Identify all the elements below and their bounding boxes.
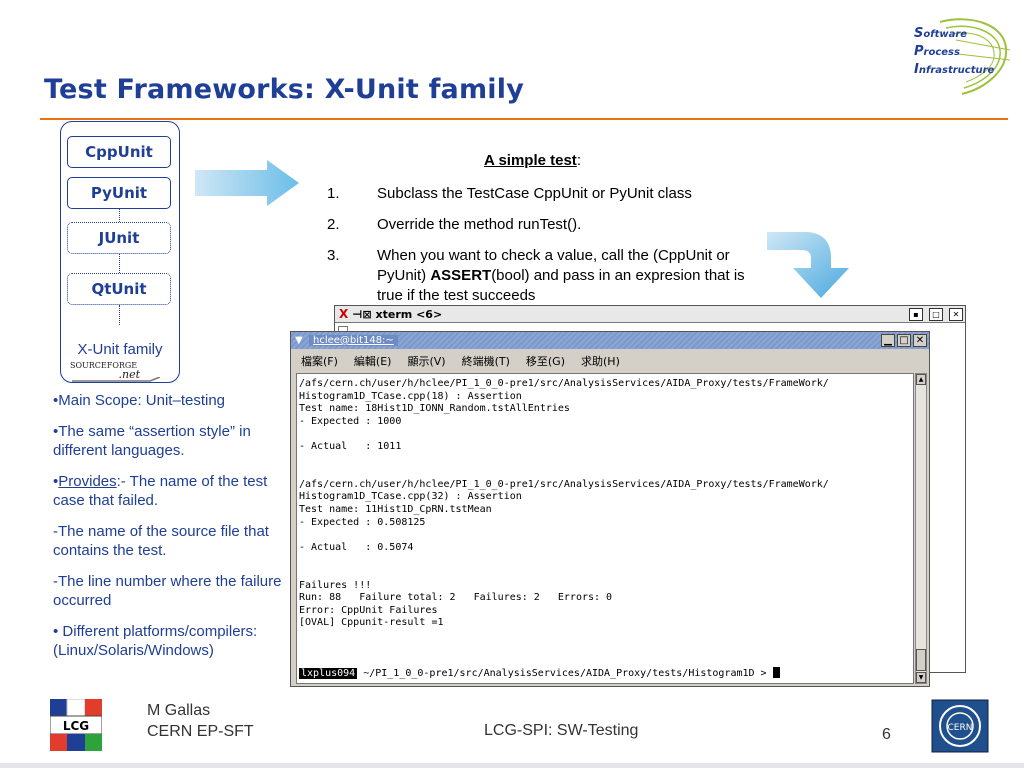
- framework-qtunit: QtUnit: [67, 273, 171, 305]
- prompt-path: ~/PI_1_0_0-pre1/src/AnalysisServices/AID…: [357, 668, 773, 679]
- bullet-main-scope: •Main Scope: Unit–testing: [53, 392, 226, 409]
- cern-logo-text: CERN: [948, 723, 973, 733]
- menu-edit[interactable]: 編輯(E): [353, 355, 392, 368]
- step-text: When you want to check a value, call the…: [377, 247, 745, 304]
- sourceforge-swoosh: [72, 377, 161, 382]
- xterm-titlebar[interactable]: X ⊣⊠ xterm <6> ▪ □ ✕: [335, 306, 965, 323]
- simple-test-steps: 1. Subclass the TestCase CppUnit or PyUn…: [327, 184, 767, 317]
- lcg-logo: LCG: [50, 699, 102, 751]
- xterm-title: xterm <6>: [375, 307, 443, 321]
- list-item: 2. Override the method runTest().: [327, 215, 767, 235]
- scroll-down-icon[interactable]: ▼: [916, 672, 926, 683]
- list-item: 1. Subclass the TestCase CppUnit or PyUn…: [327, 184, 767, 204]
- terminal-title: hclee@bit148:~: [309, 335, 398, 346]
- bullet-assertion-style: •The same “assertion style” in different…: [53, 423, 251, 459]
- footer-title: LCG-SPI: SW-Testing: [484, 722, 639, 739]
- lcg-logo-text: LCG: [63, 719, 89, 733]
- spi-logo-line-2: Process: [914, 44, 960, 59]
- footer-author-block: M Gallas CERN EP-SFT: [147, 700, 254, 742]
- curved-arrow-graphic: [767, 232, 849, 298]
- scroll-up-icon[interactable]: ▲: [916, 374, 926, 385]
- terminal-scrollbar[interactable]: ▲ ▼: [915, 373, 927, 684]
- terminal-output: /afs/cern.ch/user/h/hclee/PI_1_0_0-pre1/…: [299, 378, 829, 629]
- simple-test-heading: A simple test:: [484, 152, 581, 169]
- gnome-terminal-window[interactable]: ▼ hclee@bit148:~ ▁ □ ✕ 檔案(F) 編輯(E) 顯示(V)…: [290, 331, 930, 687]
- close-button[interactable]: ✕: [913, 334, 927, 347]
- cern-logo: CERN: [931, 699, 989, 753]
- framework-junit: JUnit: [67, 222, 171, 254]
- assert-keyword: ASSERT: [430, 267, 492, 284]
- footer-org: CERN EP-SFT: [147, 723, 254, 740]
- menu-go[interactable]: 移至(G): [525, 355, 565, 368]
- minimize-button[interactable]: ▁: [881, 334, 895, 347]
- menu-terminal[interactable]: 終端機(T): [461, 355, 510, 368]
- bullet-line-number: -The line number where the failure occur…: [53, 573, 282, 609]
- bullet-provides: •Provides:- The name of the test case th…: [53, 473, 268, 509]
- minimize-button[interactable]: ▪: [909, 307, 923, 321]
- x-icon: X: [339, 307, 349, 321]
- family-label: X-Unit family: [77, 341, 163, 358]
- framework-connector: [119, 254, 120, 273]
- right-arrow-graphic: [195, 160, 299, 206]
- footer-author: M Gallas: [147, 702, 211, 719]
- terminal-titlebar[interactable]: ▼ hclee@bit148:~ ▁ □ ✕: [291, 332, 929, 349]
- window-menu-icon[interactable]: ▼: [295, 335, 303, 346]
- slide-title: Test Frameworks: X-Unit family: [44, 74, 524, 105]
- spi-logo-line-1: Software: [914, 26, 968, 41]
- menu-file[interactable]: 檔案(F): [301, 355, 338, 368]
- step-number: 2.: [327, 216, 340, 233]
- prompt-host: lxplus094: [299, 668, 358, 679]
- footer-bar: [0, 763, 1024, 768]
- framework-pyunit: PyUnit: [67, 177, 171, 209]
- terminal-menubar: 檔案(F) 編輯(E) 顯示(V) 終端機(T) 移至(G) 求助(H): [291, 350, 929, 372]
- spi-logo: Software Process Infrastructure: [900, 14, 1012, 100]
- step-text: Subclass the TestCase CppUnit or PyUnit …: [377, 185, 692, 202]
- pin-icon: ⊣⊠: [352, 307, 372, 321]
- bullet-source-file: -The name of the source file that contai…: [53, 523, 269, 559]
- terminal-prompt[interactable]: lxplus094 ~/PI_1_0_0-pre1/src/AnalysisSe…: [299, 667, 780, 680]
- maximize-button[interactable]: □: [929, 307, 943, 321]
- step-number: 3.: [327, 247, 340, 264]
- menu-view[interactable]: 顯示(V): [407, 355, 446, 368]
- spi-swirl-graphic: [939, 18, 1011, 95]
- text-cursor: [772, 667, 780, 678]
- step-number: 1.: [327, 185, 340, 202]
- terminal-screen[interactable]: /afs/cern.ch/user/h/hclee/PI_1_0_0-pre1/…: [296, 373, 914, 684]
- feature-bullets: •Main Scope: Unit–testing •The same “ass…: [53, 391, 295, 672]
- title-divider: [40, 118, 1008, 120]
- framework-cppunit: CppUnit: [67, 136, 171, 168]
- list-item: 3. When you want to check a value, call …: [327, 246, 767, 306]
- spi-logo-line-3: Infrastructure: [914, 62, 995, 77]
- step-text: Override the method runTest().: [377, 216, 582, 233]
- page-number: 6: [882, 726, 891, 743]
- provides-underlined: Provides: [58, 473, 117, 490]
- maximize-button[interactable]: □: [897, 334, 911, 347]
- scroll-thumb[interactable]: [916, 649, 926, 671]
- sourceforge-logo: SOURCEFORGE .net: [70, 361, 162, 382]
- menu-help[interactable]: 求助(H): [581, 355, 620, 368]
- framework-connector: [119, 305, 120, 325]
- close-button[interactable]: ✕: [949, 307, 963, 321]
- framework-connector: [119, 209, 120, 222]
- bullet-platforms: • Different platforms/compilers: (Linux/…: [53, 623, 258, 659]
